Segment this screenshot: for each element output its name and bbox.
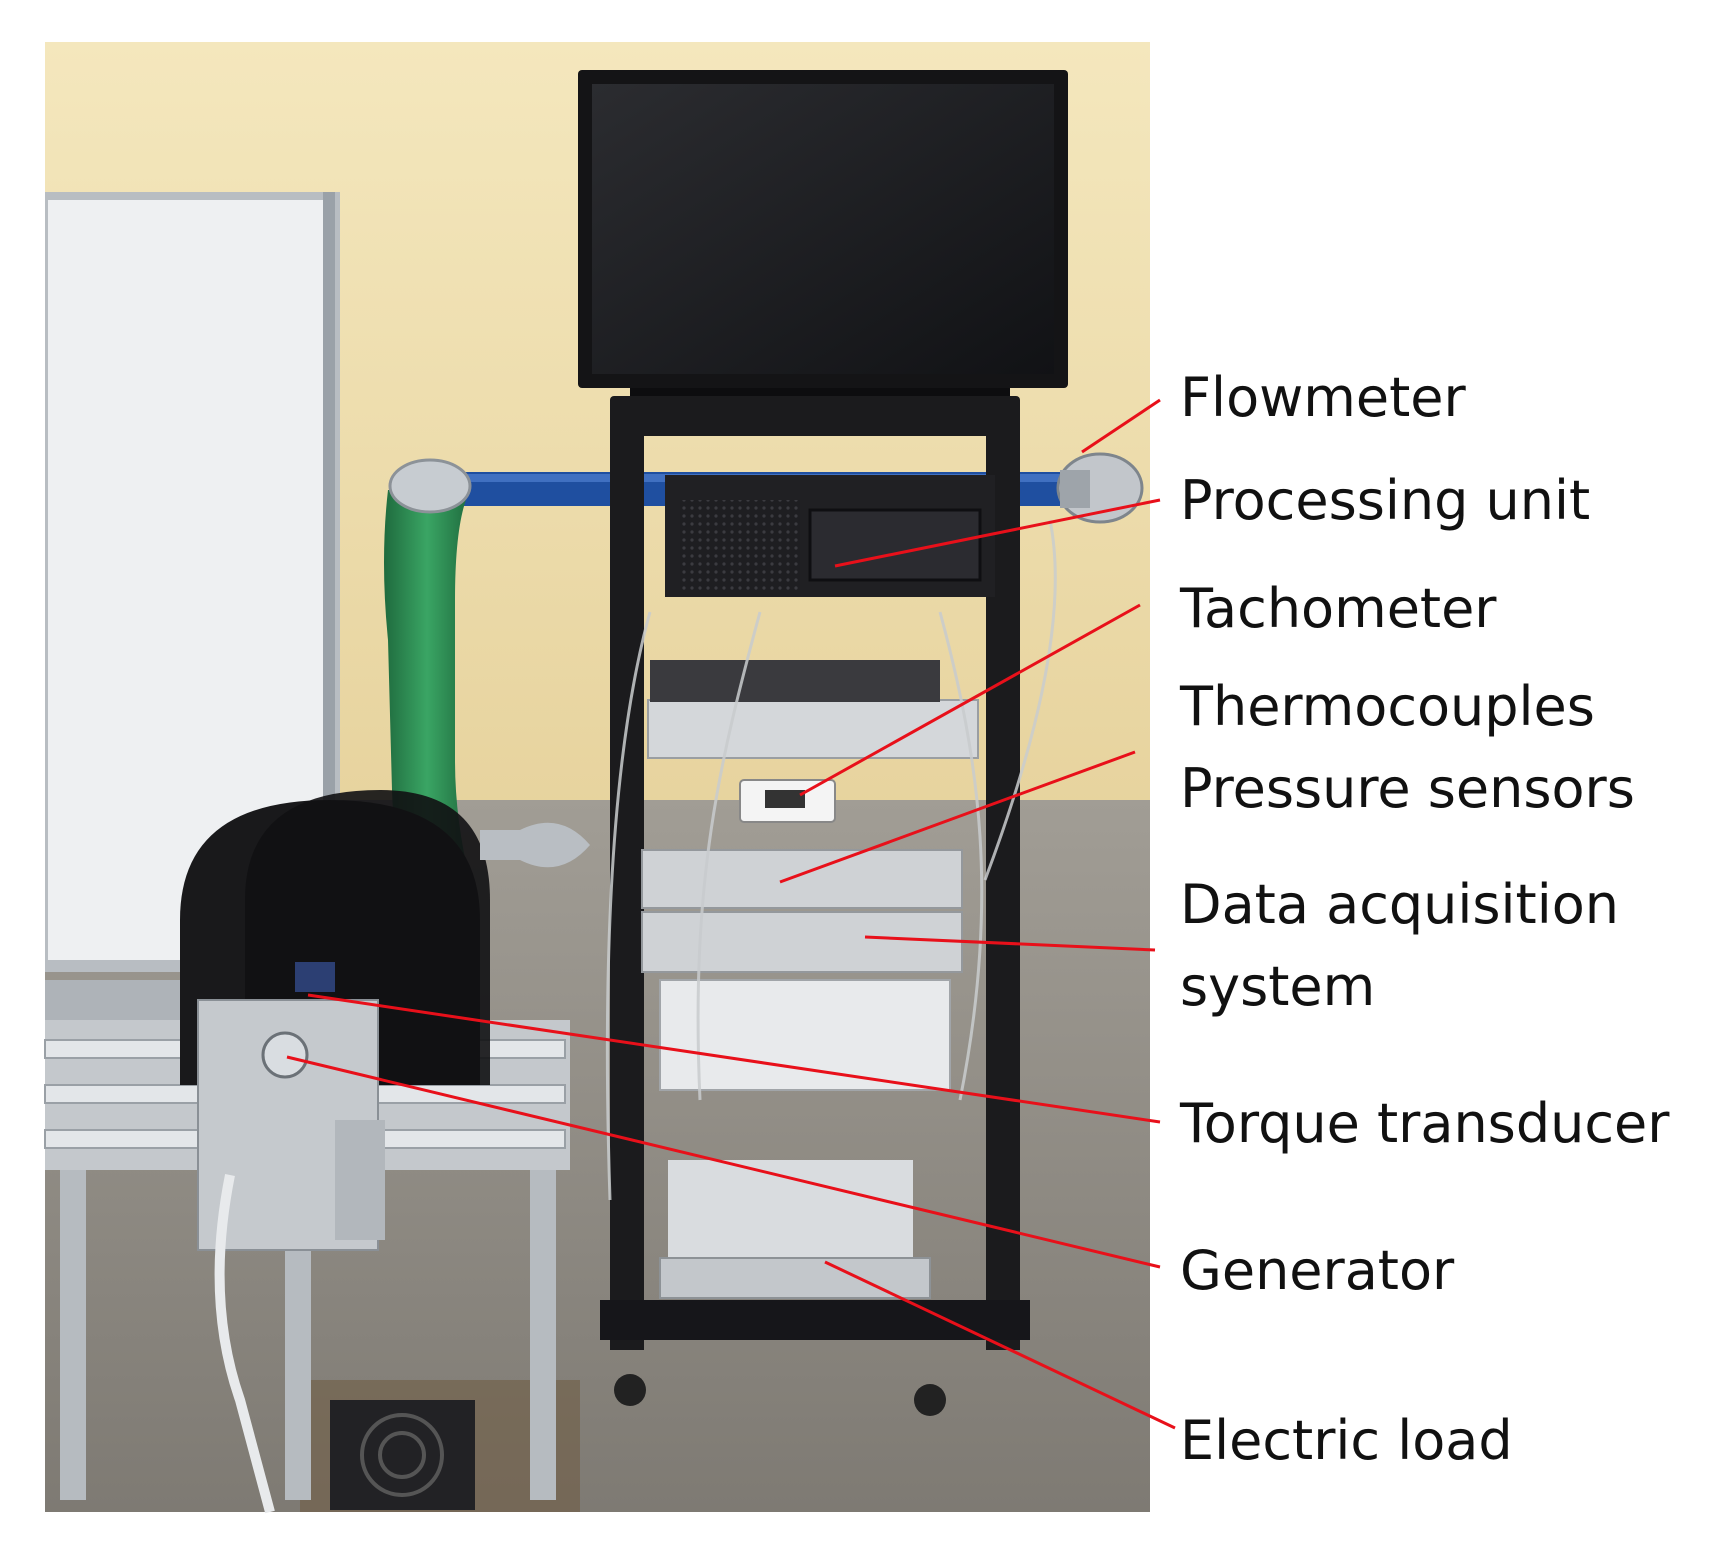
generator-plate [197,999,385,1251]
label-data-acquisition-line2: system [1180,955,1376,1018]
daq-module [641,911,963,1091]
leader-torque-transducer [307,993,1161,1124]
label-flowmeter: Flowmeter [1180,366,1466,429]
leader-data-acquisition [864,935,1156,952]
label-generator: Generator [1180,1239,1455,1302]
processing-unit-box [665,475,995,597]
label-electric-load: Electric load [1180,1409,1513,1472]
monitor [578,70,1068,402]
generator-shaft [261,1031,309,1079]
thermocouple-module [647,660,979,759]
cable-bundle [605,519,1057,1201]
label-thermocouples: Thermocouples [1180,675,1595,738]
leader-flowmeter [1081,398,1161,454]
pressure-module [641,849,963,909]
electric-load-unit [659,1160,931,1299]
rack-post-left [610,430,644,1350]
torque-coupling [295,962,335,992]
white-cable [214,1174,275,1514]
label-processing-unit: Processing unit [1180,469,1591,532]
leader-electric-load [824,1260,1176,1430]
equipment-rack [600,396,1057,1416]
leader-lines [286,398,1176,1430]
leader-processing-unit [834,498,1161,568]
leader-generator [286,1055,1161,1269]
leader-tachometer [799,603,1141,797]
label-tachometer: Tachometer [1180,577,1497,640]
photo [44,42,1150,1514]
fan [330,1400,475,1510]
green-hose [384,490,470,890]
label-data-acquisition-line1: Data acquisition [1180,873,1619,936]
label-torque-transducer: Torque transducer [1180,1092,1670,1155]
hose-coupling [388,458,472,514]
label-pressure-sensors: Pressure sensors [1180,757,1635,820]
leader-thermocouples-pressure [779,750,1136,884]
